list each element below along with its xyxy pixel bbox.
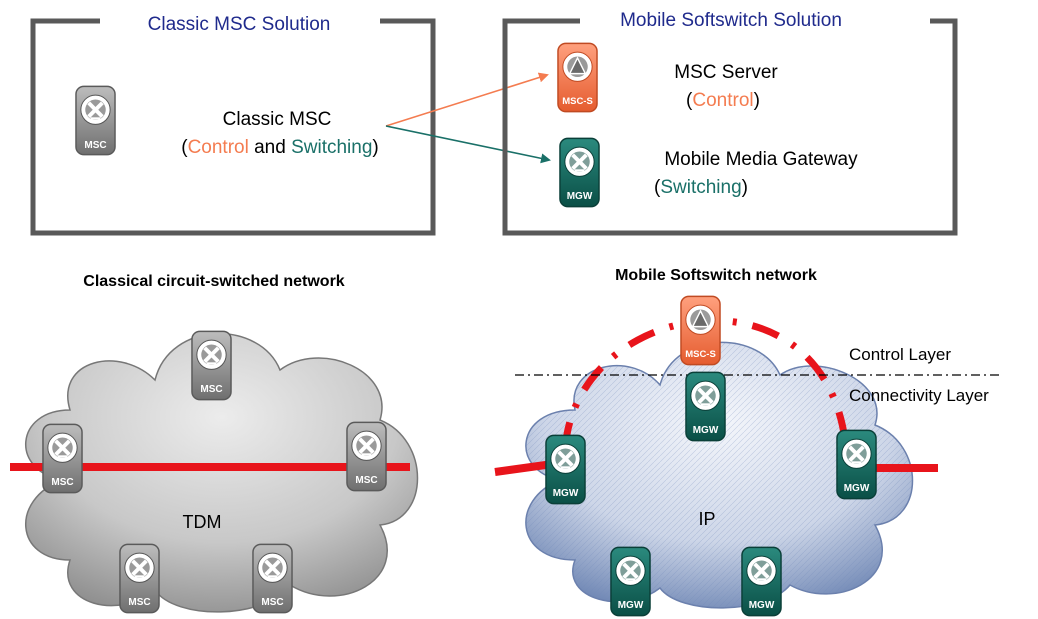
desc-and: and <box>249 137 291 158</box>
classic-network: TDM MSC MSC MSC MSC MSC <box>10 331 419 613</box>
msc-s-node: MSC-S <box>680 295 721 366</box>
msc-node-right-label: MSC <box>355 475 377 486</box>
msc-server-description: (Control) <box>686 90 760 111</box>
mgw-node-bottom-left-label: MGW <box>618 600 644 611</box>
mgw-node-right-label: MGW <box>844 483 870 494</box>
media-gateway-label: Mobile Media Gateway <box>664 149 858 170</box>
classic-msc-label: Classic MSC <box>223 109 332 130</box>
arrow-to-media-gateway <box>385 125 551 164</box>
classic-msc-description: (Control and Switching) <box>181 137 379 158</box>
msc-server-label: MSC Server <box>674 62 778 83</box>
softswitch-panel-title: Mobile Softswitch Solution <box>620 10 842 31</box>
control-layer-label: Control Layer <box>849 345 951 364</box>
mgw-node-top-label: MGW <box>693 425 719 436</box>
media-gateway-description: (Switching) <box>654 177 748 198</box>
mgw-icon-label: MGW <box>567 191 593 202</box>
classic-network-heading: Classical circuit-switched network <box>83 273 345 290</box>
mgw-node-right: MGW <box>837 430 876 498</box>
msc-node-bottom-left: MSC <box>120 544 159 612</box>
msc-node-left: MSC <box>43 424 82 492</box>
softswitch-panel-border <box>502 18 958 236</box>
softswitch-network: Control Layer Connectivity Layer IP MSC-… <box>494 295 1000 615</box>
msc-node-right: MSC <box>347 422 386 490</box>
mgw-node-bottom-left: MGW <box>611 547 650 615</box>
arrow-to-msc-server <box>385 72 549 127</box>
ip-cloud-label: IP <box>698 509 715 529</box>
classic-msc-panel: Classic MSC Solution MSC Classic MSC (Co… <box>30 14 436 236</box>
msc-node-bottom-right-label: MSC <box>261 597 283 608</box>
gateway-open-paren: ( <box>654 177 661 198</box>
server-open-paren: ( <box>686 90 693 111</box>
desc-switching: Switching <box>291 137 372 158</box>
mgw-node-top: MGW <box>686 372 725 440</box>
msc-node-top: MSC <box>192 331 231 399</box>
msc-node-bottom-left-label: MSC <box>128 597 150 608</box>
tdm-cloud-label: TDM <box>183 512 222 532</box>
msc-node-bottom-right: MSC <box>253 544 292 612</box>
server-close-paren: ) <box>754 90 760 111</box>
classic-msc-icon: MSC <box>76 86 115 154</box>
softswitch-network-heading: Mobile Softswitch network <box>615 267 817 284</box>
classic-panel-border <box>30 18 436 236</box>
mgw-node-left: MGW <box>546 435 585 503</box>
mscs-icon-label: MSC-S <box>562 96 593 107</box>
connectivity-layer-label: Connectivity Layer <box>849 386 989 405</box>
desc-control: Control <box>188 137 249 158</box>
msc-server-icon: MSC-S <box>557 42 598 113</box>
msc-icon-label: MSC <box>84 140 106 151</box>
gateway-close-paren: ) <box>742 177 748 198</box>
desc-open-paren: ( <box>181 137 188 158</box>
media-gateway-icon: MGW <box>560 138 599 206</box>
mgw-node-bottom-right-label: MGW <box>749 600 775 611</box>
ip-cloud-texture <box>525 342 913 608</box>
desc-close-paren: ) <box>372 137 378 158</box>
msc-node-top-label: MSC <box>200 384 222 395</box>
mgw-node-bottom-right: MGW <box>742 547 781 615</box>
tdm-cloud <box>24 332 419 613</box>
msc-node-left-label: MSC <box>51 477 73 488</box>
classic-panel-title: Classic MSC Solution <box>148 14 331 35</box>
softswitch-panel: Mobile Softswitch Solution MSC-S MSC Ser… <box>502 10 958 236</box>
gateway-desc-switching: Switching <box>660 177 741 198</box>
server-desc-control: Control <box>692 90 753 111</box>
mgw-node-left-label: MGW <box>553 488 579 499</box>
msc-s-node-label: MSC-S <box>685 349 716 360</box>
